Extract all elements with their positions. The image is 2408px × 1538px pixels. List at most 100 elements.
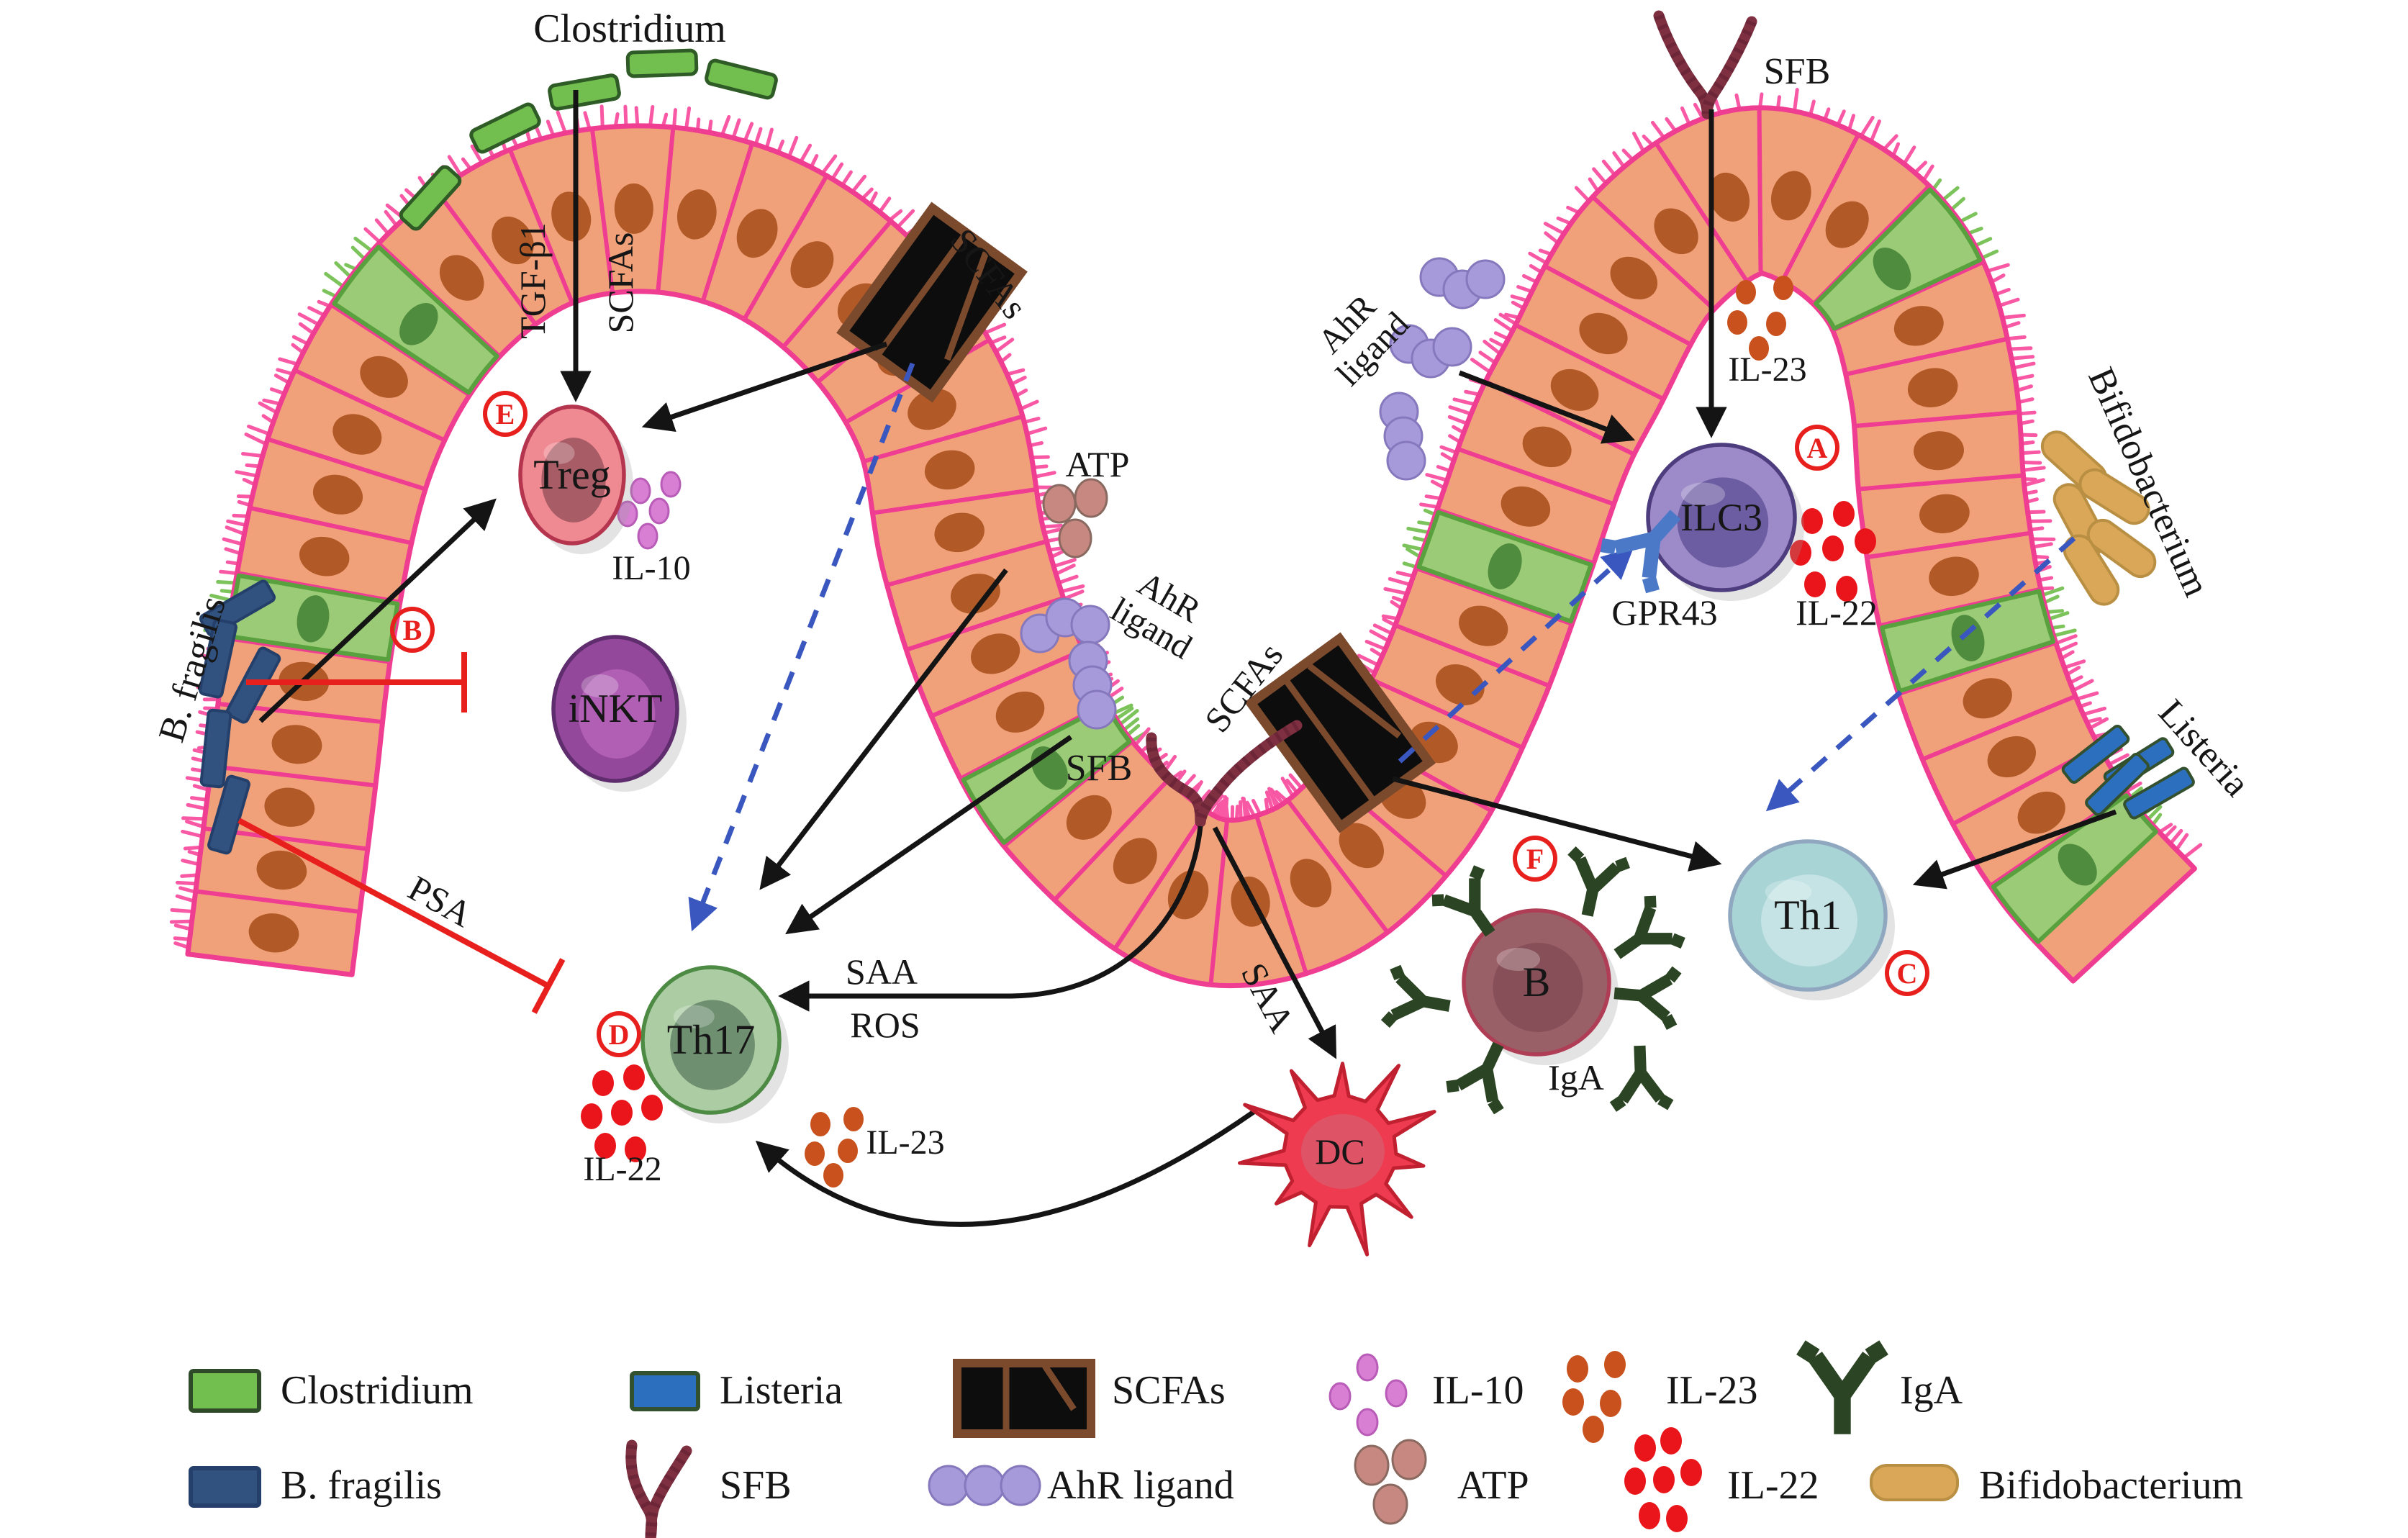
arrow-saa-ros-to-th17 xyxy=(778,825,1203,1012)
iga-antibody-icon xyxy=(1609,1045,1674,1112)
bacteria xyxy=(199,10,2195,855)
b-fragilis-rod xyxy=(199,618,237,699)
il22-left-label: IL-22 xyxy=(583,1150,662,1189)
ilc3-cell-label: ILC3 xyxy=(1680,495,1762,539)
arrow-atp-to-th17 xyxy=(759,568,1008,890)
il22-right-label: IL-22 xyxy=(1796,592,1878,633)
il10-dots xyxy=(617,471,682,550)
red-dots-icon xyxy=(1624,1427,1702,1532)
pink-dots-icon xyxy=(1329,1353,1408,1437)
bifidobacterium-rod xyxy=(2086,518,2157,579)
th1-cell xyxy=(1728,839,1895,1000)
b-cell xyxy=(1462,908,1619,1065)
navy-rod-icon xyxy=(189,1466,261,1508)
gpr43-receptor-icon xyxy=(1600,510,1681,594)
inkt-cell xyxy=(551,635,687,792)
iga-label: IgA xyxy=(1548,1057,1604,1098)
legend-label-atp: ATP xyxy=(1457,1463,1529,1508)
legend-label-scfas: SCFAs xyxy=(1112,1368,1226,1413)
il23-dots-dc xyxy=(805,1107,864,1188)
orange-dots-icon xyxy=(1562,1351,1626,1443)
iga-antibody-icon xyxy=(1446,1041,1504,1115)
il22-dots-left xyxy=(581,1064,663,1162)
listeria-rod xyxy=(2061,725,2130,784)
clostridium-rod xyxy=(625,48,699,78)
arrow-listeria-to-th1 xyxy=(1912,809,2117,890)
tan-rod-icon xyxy=(1870,1464,1959,1501)
blue-rod-icon xyxy=(630,1371,700,1411)
legend-label-il10: IL-10 xyxy=(1432,1368,1524,1413)
inkt-cell-label: iNKT xyxy=(568,686,663,731)
th17-cell-label: Th17 xyxy=(666,1015,756,1063)
dashed-scfas-to-gpr43 xyxy=(1398,547,1634,764)
th1-cell-label: Th1 xyxy=(1774,891,1842,938)
immune-cells xyxy=(518,404,1895,1257)
arrow-scfas-to-treg xyxy=(641,341,888,433)
atp-dots xyxy=(1042,478,1108,558)
clostridium-label: Clostridium xyxy=(533,6,726,51)
arrow-ahr-to-ilc3 xyxy=(1458,370,1636,444)
arrow-scfas-to-th1 xyxy=(1392,776,1722,872)
iga-antibody-icon xyxy=(1796,1340,1888,1434)
ros-label: ROS xyxy=(850,1005,920,1045)
legend-label-il23: IL-23 xyxy=(1666,1368,1758,1413)
il23-dots-top xyxy=(1727,276,1793,361)
sfb-mid-label: SFB xyxy=(1065,747,1133,789)
legend-label-ahr: AhR ligand xyxy=(1047,1463,1234,1508)
il23-dc-label: IL-23 xyxy=(866,1123,945,1162)
badge-d: D xyxy=(597,1011,641,1057)
inhibition-psa-to-th17 xyxy=(237,818,566,1014)
green-rod-icon xyxy=(189,1369,261,1413)
gpr43-label: GPR43 xyxy=(1611,592,1718,633)
scfas-box-icon xyxy=(953,1359,1095,1438)
scfas-top-label: SCFAs xyxy=(600,232,641,334)
iga-antibody-icon xyxy=(1567,846,1631,917)
legend-icons xyxy=(189,1340,1959,1538)
clostridium-rod xyxy=(399,165,462,231)
legend-label-iga: IgA xyxy=(1900,1368,1963,1413)
scfas-box-right xyxy=(1244,632,1436,833)
inhibition-bfragilis-to-inkt xyxy=(246,652,467,713)
ahr-beads-mid xyxy=(1020,597,1117,730)
treg-cell-label: Treg xyxy=(533,451,611,498)
il23-top-label: IL-23 xyxy=(1728,350,1807,389)
ahr-beads-right xyxy=(1379,257,1506,481)
saa-label: SAA xyxy=(845,951,918,992)
sfb-top-label: SFB xyxy=(1763,50,1831,92)
listeria-rod xyxy=(2085,753,2150,816)
treg-cell xyxy=(518,404,633,554)
clostridium-rod xyxy=(705,58,778,100)
tgfb1-label: TGF-β1 xyxy=(512,222,553,339)
badge-c: C xyxy=(1885,950,1929,996)
iga-antibody-icon xyxy=(1380,964,1451,1028)
legend-label-il22: IL-22 xyxy=(1727,1463,1819,1508)
arrow-dc-il23-to-th17 xyxy=(755,1110,1255,1227)
cytokine-dots xyxy=(581,257,1876,1532)
b-fragilis-rod xyxy=(199,708,232,789)
iga-antibody-icon xyxy=(1613,895,1685,959)
badge-a: A xyxy=(1795,425,1839,471)
atp-dots-icon xyxy=(1354,1439,1427,1525)
clostridium-rod xyxy=(469,102,541,154)
dc-cell xyxy=(1238,1062,1436,1257)
arrows xyxy=(237,90,2117,1227)
listeria-rod xyxy=(2123,766,2195,820)
purple-beads-icon xyxy=(928,1465,1041,1506)
dashed-scfas-to-th17 xyxy=(688,362,915,932)
b-fragilis-rod xyxy=(207,774,250,855)
legend-label-bfragilis: B. fragilis xyxy=(281,1463,442,1508)
legend-label-bifidobacterium: Bifidobacterium xyxy=(1979,1463,2244,1508)
ilc3-cell xyxy=(1646,443,1804,601)
il22-dots-right xyxy=(1790,501,1876,602)
iga-antibody-icon xyxy=(1431,865,1495,937)
arrow-sfb-to-dc xyxy=(1212,826,1337,1059)
badge-b: B xyxy=(390,607,435,653)
badge-f: F xyxy=(1513,836,1557,882)
legend-label-sfb: SFB xyxy=(720,1463,792,1508)
antibodies-receptors xyxy=(1380,510,1685,1115)
th17-cell xyxy=(641,965,789,1123)
dc-cell-label: DC xyxy=(1315,1131,1365,1172)
scfas-box-left xyxy=(836,202,1028,403)
legend-label-clostridium: Clostridium xyxy=(281,1368,474,1413)
